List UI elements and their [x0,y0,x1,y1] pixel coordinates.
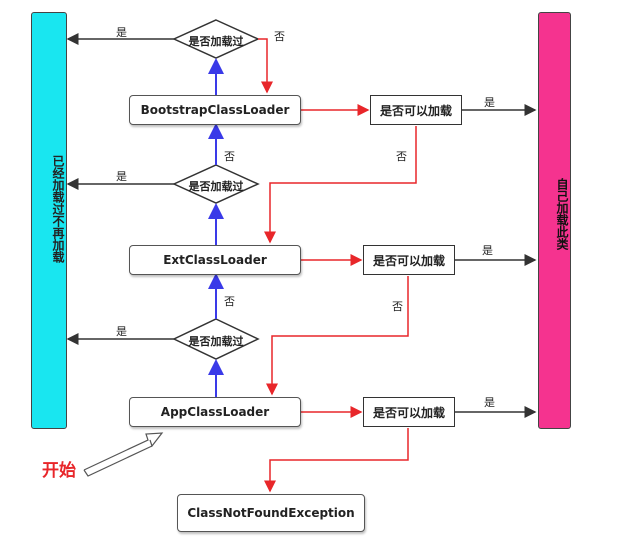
app-classloader-box: AppClassLoader [129,397,301,427]
already-loaded-bar: 已经加载过不再加载 [31,12,67,429]
start-arrow [83,432,164,477]
no-label-mid-diamond: 否 [224,150,235,163]
no-label-top-diamond: 否 [274,30,285,43]
class-not-found-exception-box: ClassNotFoundException [177,494,365,532]
no-label-ext-canload: 否 [392,300,403,313]
decision-loaded-label-bottom: 是否加载过 [188,335,244,348]
ext-classloader-box: ExtClassLoader [129,245,301,275]
self-load-bar: 自己加载此类 [538,12,571,429]
self-load-label: 自己加载此类 [555,178,569,250]
decision-loaded-label-mid: 是否加载过 [188,180,244,193]
yes-label-bottom-left: 是 [116,325,127,338]
no-label-bootstrap-canload: 否 [396,150,407,163]
no-label-bottom-diamond: 否 [224,295,235,308]
already-loaded-label: 已经加载过不再加载 [51,155,65,263]
can-load-box-app: 是否可以加载 [363,397,455,427]
yes-label-mid-right: 是 [482,244,493,257]
start-label: 开始 [42,461,76,481]
yes-label-top-left: 是 [116,26,127,39]
decision-loaded-label-top: 是否加载过 [188,35,244,48]
bootstrap-classloader-box: BootstrapClassLoader [129,95,301,125]
yes-label-bottom-right: 是 [484,396,495,409]
yes-label-mid-left: 是 [116,170,127,183]
can-load-box-ext: 是否可以加载 [363,245,455,275]
can-load-box-bootstrap: 是否可以加载 [370,95,462,125]
yes-label-top-right: 是 [484,96,495,109]
